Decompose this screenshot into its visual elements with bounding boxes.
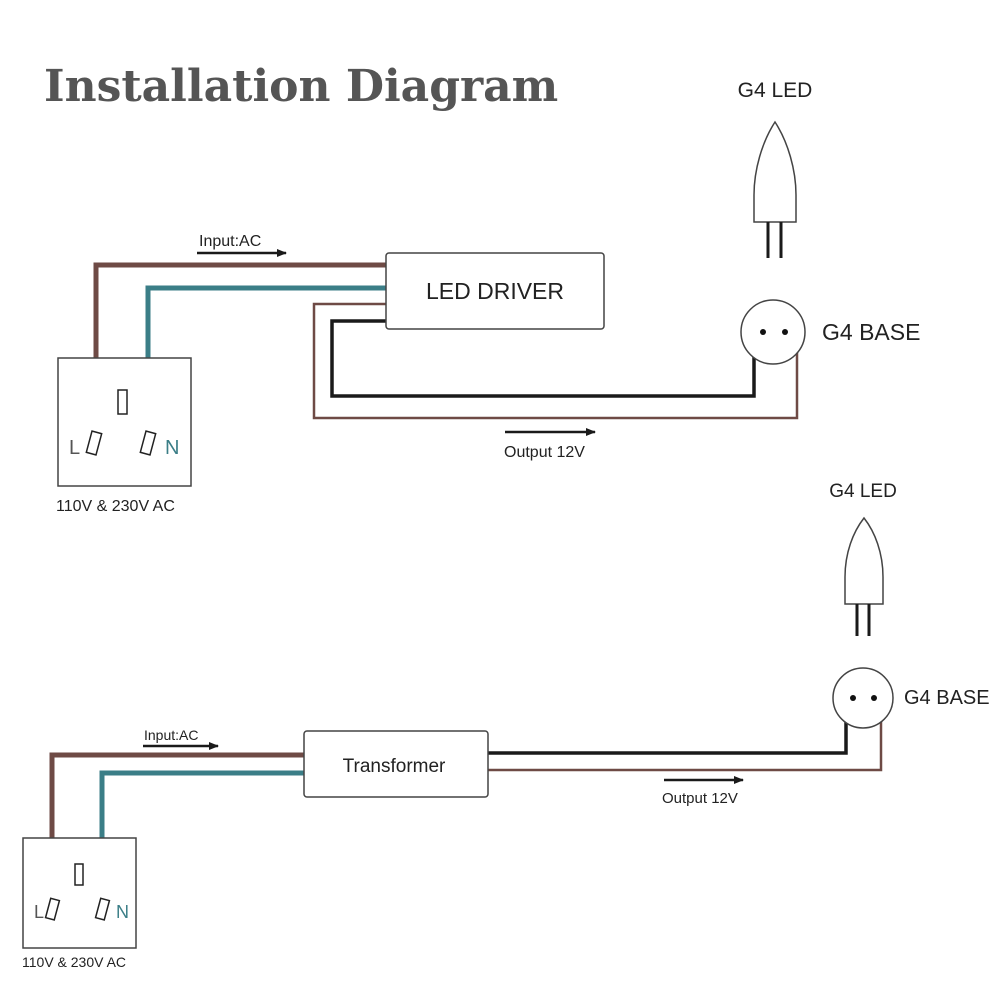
bottom-output-label: Output 12V bbox=[662, 790, 738, 807]
bottom-socket-live-label: L bbox=[34, 902, 44, 922]
bottom-circuit: L N 110V & 230V AC Input:AC Transformer … bbox=[22, 481, 990, 970]
top-output-wire-black bbox=[330, 319, 756, 398]
bottom-g4-led-label: G4 LED bbox=[829, 481, 897, 502]
page-title: Installation Diagram bbox=[44, 61, 558, 112]
bottom-input-label: Input:AC bbox=[144, 727, 198, 743]
bottom-g4-led-bulb bbox=[844, 516, 884, 605]
bottom-g4-base-pin-hole-right bbox=[871, 695, 877, 701]
bottom-socket-earth-slot bbox=[74, 863, 84, 886]
top-socket-voltage-label: 110V & 230V AC bbox=[56, 498, 175, 515]
top-socket-neutral-terminal bbox=[139, 430, 157, 456]
top-socket-live-label: L bbox=[69, 437, 80, 459]
bottom-g4-base bbox=[832, 667, 894, 729]
top-g4-base-pin-hole-right bbox=[782, 329, 788, 335]
top-g4-base-pin-hole-left bbox=[760, 329, 766, 335]
top-socket-live-terminal bbox=[85, 430, 103, 456]
bottom-output-wire-black bbox=[488, 712, 848, 755]
top-output-label: Output 12V bbox=[504, 444, 585, 461]
top-led-driver-box bbox=[385, 252, 605, 330]
bottom-socket-neutral-terminal bbox=[94, 897, 111, 921]
top-output-wire-brown bbox=[312, 302, 799, 420]
top-wall-socket bbox=[57, 357, 192, 487]
bottom-socket-voltage-label: 110V & 230V AC bbox=[22, 954, 126, 970]
bottom-socket-neutral-label: N bbox=[116, 902, 129, 922]
top-socket-neutral-label: N bbox=[165, 437, 179, 459]
bottom-transformer-box bbox=[303, 730, 489, 798]
top-g4-led-label: G4 LED bbox=[738, 79, 813, 102]
top-g4-led-bulb bbox=[753, 120, 797, 223]
top-g4-base-label: G4 BASE bbox=[822, 319, 920, 345]
bottom-g4-base-pin-hole-left bbox=[850, 695, 856, 701]
top-led-driver-label: LED DRIVER bbox=[426, 278, 564, 304]
bottom-output-wire-brown bbox=[488, 712, 883, 772]
top-g4-base bbox=[740, 299, 806, 365]
bottom-wall-socket bbox=[22, 837, 137, 949]
top-circuit: L N 110V & 230V AC Input:AC LED DRIVER O… bbox=[56, 79, 920, 515]
bottom-g4-base-label: G4 BASE bbox=[904, 687, 990, 709]
bottom-transformer-label: Transformer bbox=[343, 756, 446, 777]
bottom-socket-live-terminal bbox=[44, 897, 61, 921]
top-socket-earth-slot bbox=[117, 389, 128, 415]
top-input-label: Input:AC bbox=[199, 233, 261, 250]
